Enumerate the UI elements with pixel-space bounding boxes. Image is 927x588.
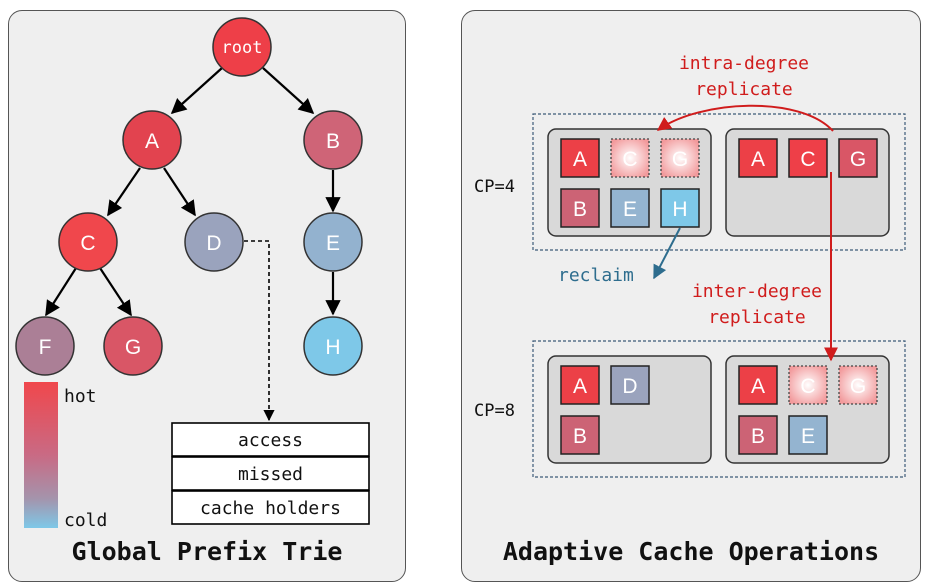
svg-text:C: C — [800, 375, 815, 398]
node-b-label: B — [326, 130, 340, 153]
cp4-g1-block-g-replica[interactable]: G — [660, 138, 700, 178]
trie-node-d[interactable]: D — [184, 212, 244, 272]
svg-text:G: G — [850, 148, 866, 171]
svg-text:H: H — [672, 198, 687, 221]
cp4-g1-block-c-replica[interactable]: C — [610, 138, 650, 178]
svg-text:E: E — [801, 425, 815, 448]
info-row-missed — [171, 456, 370, 491]
node-f-label: F — [39, 336, 52, 359]
node-g-label: G — [125, 336, 141, 359]
cp4-dashed-region — [532, 113, 906, 251]
svg-text:C: C — [800, 148, 815, 171]
svg-text:A: A — [751, 375, 765, 398]
intra-degree-replicate-arrow — [656, 104, 834, 132]
intra-degree-label-line2: replicate — [695, 79, 793, 100]
svg-text:G: G — [672, 148, 688, 171]
cp4-g1-block-b[interactable]: B — [560, 188, 600, 228]
node-h-label: H — [325, 336, 340, 359]
cp8-g2-block-g-replica[interactable]: G — [838, 365, 878, 405]
heat-gradient-bar — [24, 382, 58, 528]
info-access-text: access — [238, 430, 303, 451]
edge-a-c — [107, 167, 141, 217]
legend-hot-label: hot — [64, 386, 97, 407]
node-e-label: E — [326, 232, 340, 255]
node-info-table: access missed cache holders — [171, 422, 370, 525]
info-cache-holders-text: cache holders — [200, 498, 341, 519]
trie-nodes: root A B C D E F G — [15, 17, 363, 376]
cp4-g1-block-h[interactable]: H — [660, 188, 700, 228]
cp8-g2-block-c-replica[interactable]: C — [788, 365, 828, 405]
svg-text:A: A — [573, 148, 587, 171]
intra-degree-label-line1: intra-degree — [679, 53, 809, 74]
trie-node-g[interactable]: G — [103, 316, 163, 376]
trie-node-a[interactable]: A — [122, 110, 182, 170]
trie-node-root[interactable]: root — [212, 17, 272, 77]
cp8-group-2: A C G B E — [725, 355, 890, 464]
cp4-g1-block-e[interactable]: E — [610, 188, 650, 228]
edge-c-g — [99, 267, 132, 317]
node-root-label: root — [222, 38, 263, 58]
svg-text:B: B — [573, 425, 587, 448]
trie-node-h[interactable]: H — [303, 316, 363, 376]
svg-text:E: E — [623, 198, 637, 221]
cp8-g2-block-e[interactable]: E — [788, 415, 828, 455]
cp8-dashed-region — [532, 340, 906, 478]
trie-node-c[interactable]: C — [58, 212, 118, 272]
cp4-g2-block-c[interactable]: C — [788, 138, 828, 178]
cp4-g2-block-g[interactable]: G — [838, 138, 878, 178]
right-panel-title: Adaptive Cache Operations — [502, 537, 880, 566]
cp8-label: CP=8 — [474, 401, 515, 421]
cp4-g2-block-a[interactable]: A — [738, 138, 778, 178]
reclaim-arrow — [653, 227, 681, 280]
cp8-g1-block-b[interactable]: B — [560, 415, 600, 455]
inter-degree-label-line2: replicate — [708, 307, 806, 328]
svg-text:B: B — [751, 425, 765, 448]
cp8-g1-block-a[interactable]: A — [560, 365, 600, 405]
trie-node-b[interactable]: B — [303, 110, 363, 170]
info-missed-text: missed — [238, 464, 303, 485]
inter-degree-label-line1: inter-degree — [692, 281, 822, 302]
trie-node-f[interactable]: F — [15, 316, 75, 376]
edge-root-a — [170, 67, 223, 115]
cp8-g2-block-a[interactable]: A — [738, 365, 778, 405]
cp4-g1-block-a[interactable]: A — [560, 138, 600, 178]
adaptive-cache-operations-panel: Adaptive Cache Operations — [461, 10, 921, 582]
svg-text:A: A — [573, 375, 587, 398]
node-a-label: A — [145, 130, 159, 153]
edge-root-b — [262, 67, 315, 115]
cp8-group-1: A D B — [547, 355, 712, 464]
info-row-cache-holders — [171, 490, 370, 525]
trie-node-e[interactable]: E — [303, 212, 363, 272]
cp4-group-1: A C G B E H — [547, 128, 712, 237]
cp8-g1-block-d[interactable]: D — [610, 365, 650, 405]
reclaim-label: reclaim — [558, 265, 634, 286]
cp8-g2-block-b[interactable]: B — [738, 415, 778, 455]
svg-text:D: D — [622, 375, 637, 398]
node-d-label: D — [206, 232, 221, 255]
edge-a-d — [163, 167, 196, 217]
cp4-label: CP=4 — [474, 177, 515, 197]
info-row-access — [171, 422, 370, 457]
d-to-info-dashed-link — [244, 240, 275, 422]
svg-text:C: C — [622, 148, 637, 171]
heat-legend: hot cold — [24, 382, 107, 531]
svg-text:A: A — [751, 148, 765, 171]
svg-text:G: G — [850, 375, 866, 398]
left-panel-title: Global Prefix Trie — [71, 537, 343, 566]
svg-text:B: B — [573, 198, 587, 221]
legend-cold-label: cold — [64, 510, 107, 531]
edge-c-f — [45, 267, 77, 317]
node-c-label: C — [80, 232, 95, 255]
cp4-group-2: A C G — [725, 128, 890, 237]
trie-edges — [45, 67, 341, 317]
